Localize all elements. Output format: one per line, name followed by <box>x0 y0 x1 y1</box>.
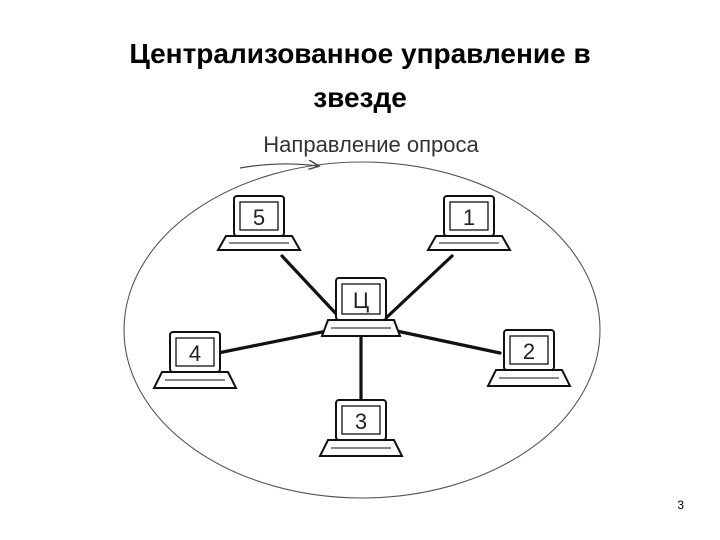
link-center-2 <box>390 328 502 355</box>
computer-node-center: Ц <box>320 277 402 337</box>
computer-node-4: 4 <box>152 331 238 389</box>
link-center-5 <box>280 254 342 320</box>
computer-node-5: 5 <box>216 195 302 251</box>
direction-label: Направление опроса <box>263 132 479 157</box>
computer-node-3: 3 <box>318 399 404 457</box>
node-3-label: 3 <box>355 409 367 434</box>
computer-node-1: 1 <box>426 195 512 251</box>
computer-node-2: 2 <box>486 329 572 387</box>
node-1-label: 1 <box>463 205 475 230</box>
node-center-label: Ц <box>353 288 369 313</box>
connections <box>216 254 502 402</box>
direction-arrow <box>239 164 318 168</box>
title-line-2: звезде <box>313 82 407 113</box>
link-center-4 <box>216 328 334 355</box>
node-4-label: 4 <box>189 341 201 366</box>
node-2-label: 2 <box>523 339 535 364</box>
page-number: 3 <box>677 498 684 512</box>
slide-title: Централизованное управление в звезде <box>40 32 680 120</box>
link-center-1 <box>384 254 454 320</box>
title-line-1: Централизованное управление в <box>129 38 591 69</box>
polling-ring <box>123 161 601 499</box>
node-5-label: 5 <box>253 205 265 230</box>
